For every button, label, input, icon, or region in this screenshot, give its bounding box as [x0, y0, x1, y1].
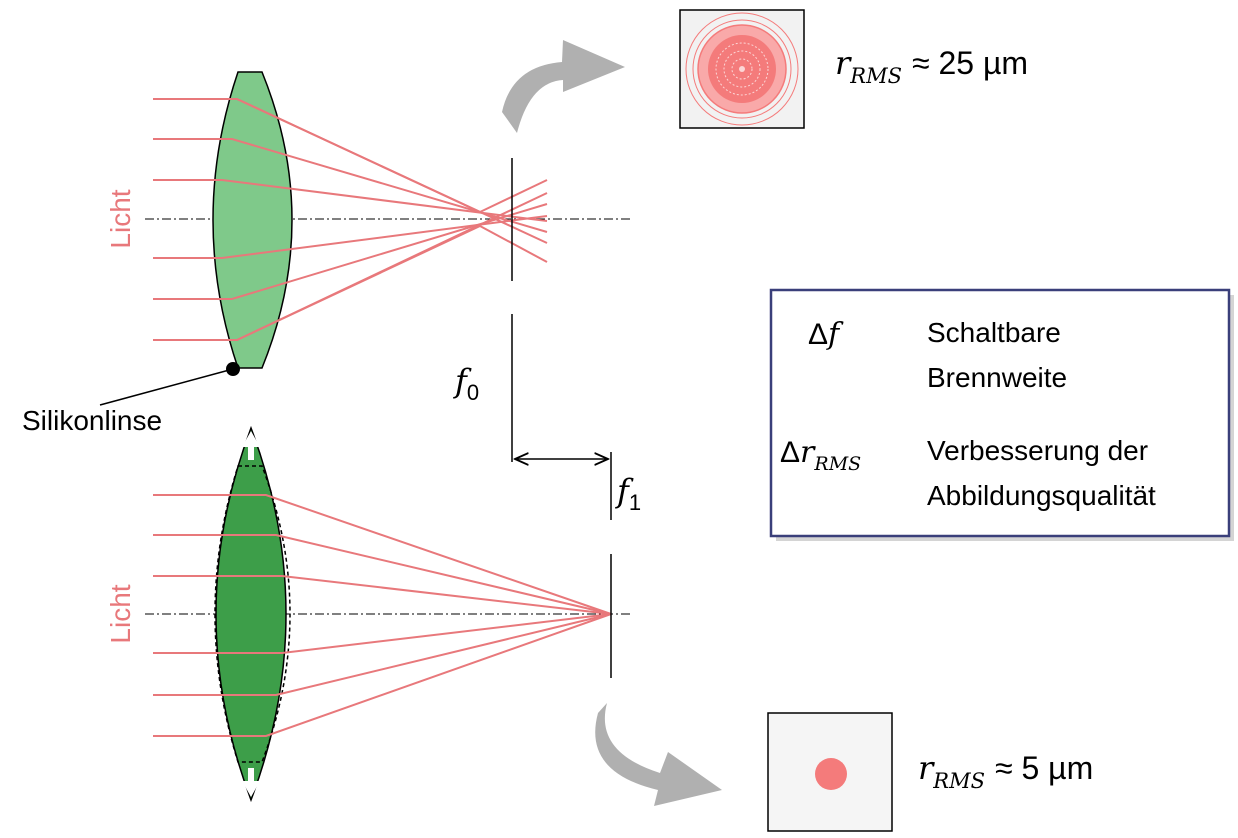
light-label-bottom: Licht [105, 584, 136, 643]
legend-symbol-delta-r: ΔrRMS [780, 435, 861, 475]
legend-symbol-delta-f: Δf [808, 317, 844, 352]
rms-label-bottom: rRMS≈ 5 µm [918, 749, 1093, 793]
f1-label: f1 [615, 472, 641, 515]
f0-label: f0 [453, 362, 479, 405]
spot-diagram-bottom [767, 712, 893, 832]
callout-dot [226, 362, 240, 376]
legend-box: Δf Schaltbare Brennweite ΔrRMS Verbesser… [769, 288, 1234, 541]
silicone-lens-bottom [215, 425, 287, 803]
silicone-lens-label: Silikonlinse [22, 405, 162, 436]
legend-text-line: Abbildungsqualität [927, 480, 1156, 511]
curved-arrow-icon [502, 40, 625, 133]
light-rays-top [153, 98, 548, 341]
bottom-lens-system [145, 425, 632, 803]
light-label-top: Licht [105, 189, 136, 248]
legend-text-line: Verbesserung der [927, 435, 1148, 466]
up-down-arrow-icon [242, 431, 260, 460]
callout-line [99, 368, 234, 406]
spot-diagram-top [679, 9, 805, 129]
light-rays-bottom [153, 494, 612, 737]
rms-label-top: rRMS≈ 25 µm [835, 44, 1028, 88]
legend-text-line: Schaltbare [927, 317, 1061, 348]
silicone-lens-top [212, 71, 293, 369]
up-down-arrow-icon [242, 768, 260, 797]
top-lens-system [99, 71, 632, 406]
curved-arrow-icon [595, 703, 722, 806]
legend-text-line: Brennweite [927, 362, 1067, 393]
